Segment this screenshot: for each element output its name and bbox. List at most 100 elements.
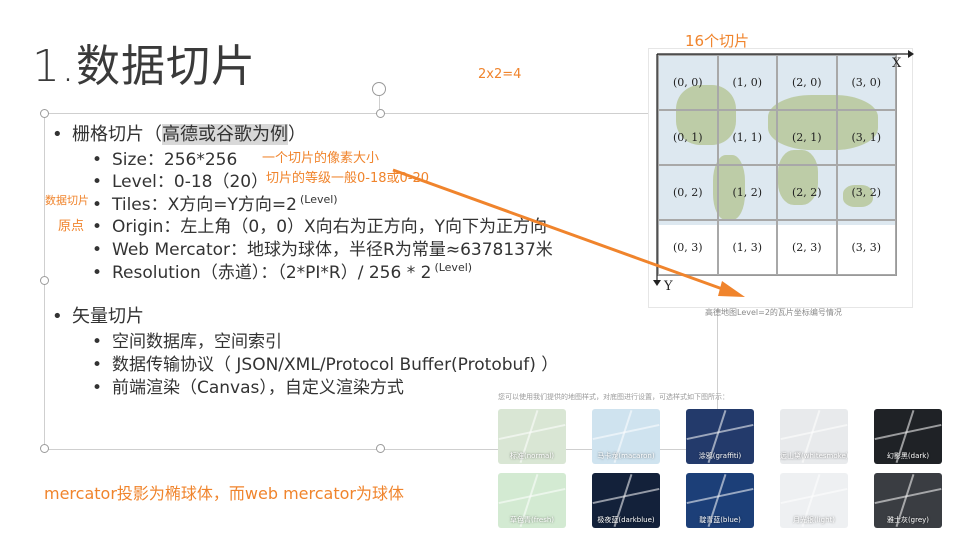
rotate-stem xyxy=(379,84,380,113)
tile-cell: (1, 0) xyxy=(717,55,777,110)
bullet: • xyxy=(92,195,103,215)
tile-cell: (2, 3) xyxy=(777,220,837,275)
rotate-handle-icon[interactable] xyxy=(372,82,386,96)
tile-map-title: 16个切片 xyxy=(685,32,750,50)
bullet: • xyxy=(92,332,103,352)
vector-item: • 数据传输协议（ JSON/XML/Protocol Buffer(Protob… xyxy=(92,350,558,375)
resize-handle-bc[interactable] xyxy=(376,444,385,453)
bullet: • xyxy=(92,172,103,192)
map-style-thumbnail[interactable]: 幻影黑(dark) xyxy=(874,409,942,464)
bullet: • xyxy=(92,217,103,237)
bullet: • xyxy=(92,378,103,398)
tile-cell: (0, 2) xyxy=(658,165,718,220)
raster-resolution: • Resolution（赤道）：（2*PI*R）/ 256 * 2(Level) xyxy=(92,258,472,283)
tile-cell: (0, 3) xyxy=(658,220,718,275)
map-style-thumbnail[interactable]: 草色青(fresh) xyxy=(498,473,566,528)
raster-mercator-text: Web Mercator：地球为球体，半径R为常量≈6378137米 xyxy=(112,240,553,260)
continent-eurasia xyxy=(768,95,878,150)
map-style-thumbnail[interactable]: 雅士灰(grey) xyxy=(874,473,942,528)
tile-cell: (2, 2) xyxy=(777,165,837,220)
vector-heading-text: 矢量切片 xyxy=(72,306,144,327)
raster-resolution-sup: (Level) xyxy=(434,261,473,275)
map-style-label: 马卡龙(macaron) xyxy=(597,452,655,460)
bullet: • xyxy=(92,150,103,170)
map-style-label: 远山黛(whitesmoke) xyxy=(780,452,848,460)
map-style-label: 草色青(fresh) xyxy=(509,516,555,524)
tile-cell: (1, 1) xyxy=(717,110,777,165)
arrow-shaft xyxy=(392,168,729,293)
resize-handle-bl[interactable] xyxy=(40,444,49,453)
tile-cell: (3, 3) xyxy=(836,220,896,275)
tile-cell: (1, 3) xyxy=(717,220,777,275)
bullet: • xyxy=(92,263,103,283)
raster-size: • Size：256*256 xyxy=(92,145,237,170)
map-style-label: 极夜蓝(darkblue) xyxy=(597,516,655,524)
vector-item: • 前端渲染（Canvas），自定义渲染方式 xyxy=(92,373,404,398)
map-style-thumbnail[interactable]: 极夜蓝(darkblue) xyxy=(592,473,660,528)
raster-tiles-text: Tiles：X方向=Y方向=2 xyxy=(112,195,297,215)
tile-map-grid: (0, 0)(1, 0)(2, 0)(3, 0) (0, 1)(1, 1)(2, … xyxy=(657,54,897,276)
raster-tiles: •Tiles：X方向=Y方向=2(Level) xyxy=(92,190,338,215)
tile-cell: (1, 2) xyxy=(717,165,777,220)
map-style-label: 靛青蓝(blue) xyxy=(699,516,741,524)
tiles-side-note: 数据切片 xyxy=(45,194,89,207)
raster-resolution-text: Resolution（赤道）：（2*PI*R）/ 256 * 2 xyxy=(112,263,432,283)
annotation-2x2: 2x2=4 xyxy=(478,67,522,82)
arrow-head xyxy=(718,281,745,297)
map-style-label: 涂鸦(graffiti) xyxy=(698,452,742,460)
resize-handle-ml[interactable] xyxy=(40,276,49,285)
size-note: 一个切片的像素大小 xyxy=(262,151,380,166)
tile-cell: (2, 0) xyxy=(777,55,837,110)
x-axis-label: X xyxy=(892,56,902,71)
map-style-thumbnail[interactable]: 马卡龙(macaron) xyxy=(592,409,660,464)
x-axis-arrow xyxy=(908,50,914,58)
map-style-thumbnail[interactable]: 标准(normal) xyxy=(498,409,566,464)
bullet: • xyxy=(92,355,103,375)
raster-size-text: Size：256*256 xyxy=(112,150,238,170)
raster-level-text: Level：0-18（20） xyxy=(112,172,269,192)
raster-heading-a: 栅格切片（ xyxy=(72,124,162,145)
map-styles-caption: 您可以使用我们提供的地图样式，对底图进行设置，可选样式如下图所示： xyxy=(498,393,729,401)
tile-cell: (0, 0) xyxy=(658,55,718,110)
bullet: • xyxy=(52,306,63,327)
map-style-label: 幻影黑(dark) xyxy=(886,452,930,460)
bottom-note: mercator投影为椭球体，而web mercator为球体 xyxy=(44,484,404,503)
tile-cell: (3, 0) xyxy=(836,55,896,110)
raster-mercator: • Web Mercator：地球为球体，半径R为常量≈6378137米 xyxy=(92,235,553,260)
level-note: 切片的等级一般0-18或0-20 xyxy=(266,171,430,186)
tile-map-axes xyxy=(653,50,914,286)
map-style-label: 标准(normal) xyxy=(510,452,554,460)
continent-africa xyxy=(778,150,818,205)
tile-map-caption: 高德地图Level=2的瓦片坐标编号情况 xyxy=(705,308,842,317)
vector-item-text: 空间数据库，空间索引 xyxy=(112,332,282,352)
vector-item: • 空间数据库，空间索引 xyxy=(92,327,282,352)
slide-title: 1.数据切片 xyxy=(32,41,256,92)
y-axis-arrow xyxy=(653,280,661,286)
map-style-thumbnail[interactable]: 月光银(light) xyxy=(780,473,848,528)
map-style-thumbnail[interactable]: 靛青蓝(blue) xyxy=(686,473,754,528)
raster-level: • Level：0-18（20） xyxy=(92,167,268,192)
raster-origin: • Origin：左上角（0，0）X向右为正方向，Y向下为正方向 xyxy=(92,212,547,237)
tile-cell: (2, 1) xyxy=(777,110,837,165)
map-style-thumbnail[interactable]: 远山黛(whitesmoke) xyxy=(780,409,848,464)
raster-heading-highlight: 高德或谷歌为例 xyxy=(162,124,288,145)
bullet: • xyxy=(52,124,63,145)
map-style-thumbnail[interactable]: 涂鸦(graffiti) xyxy=(686,409,754,464)
raster-heading-c: ） xyxy=(288,124,306,145)
resize-handle-tl[interactable] xyxy=(40,109,49,118)
tile-cell: (0, 1) xyxy=(658,110,718,165)
tile-cell: (3, 2) xyxy=(836,165,896,220)
y-axis-label: Y xyxy=(664,279,673,294)
vector-item-text: 数据传输协议（ JSON/XML/Protocol Buffer(Protobu… xyxy=(112,355,559,375)
vector-item-text: 前端渲染（Canvas），自定义渲染方式 xyxy=(112,378,404,398)
continent-north-america xyxy=(676,85,736,145)
bullet: • xyxy=(92,240,103,260)
origin-side-note: 原点 xyxy=(58,219,85,234)
continent-australia xyxy=(843,185,873,207)
resize-handle-tc[interactable] xyxy=(376,109,385,118)
raster-origin-text: Origin：左上角（0，0）X向右为正方向，Y向下为正方向 xyxy=(112,217,548,237)
map-style-label: 雅士灰(grey) xyxy=(886,516,930,524)
raster-heading: • 栅格切片（高德或谷歌为例） xyxy=(52,120,306,146)
tile-cell: (3, 1) xyxy=(836,110,896,165)
